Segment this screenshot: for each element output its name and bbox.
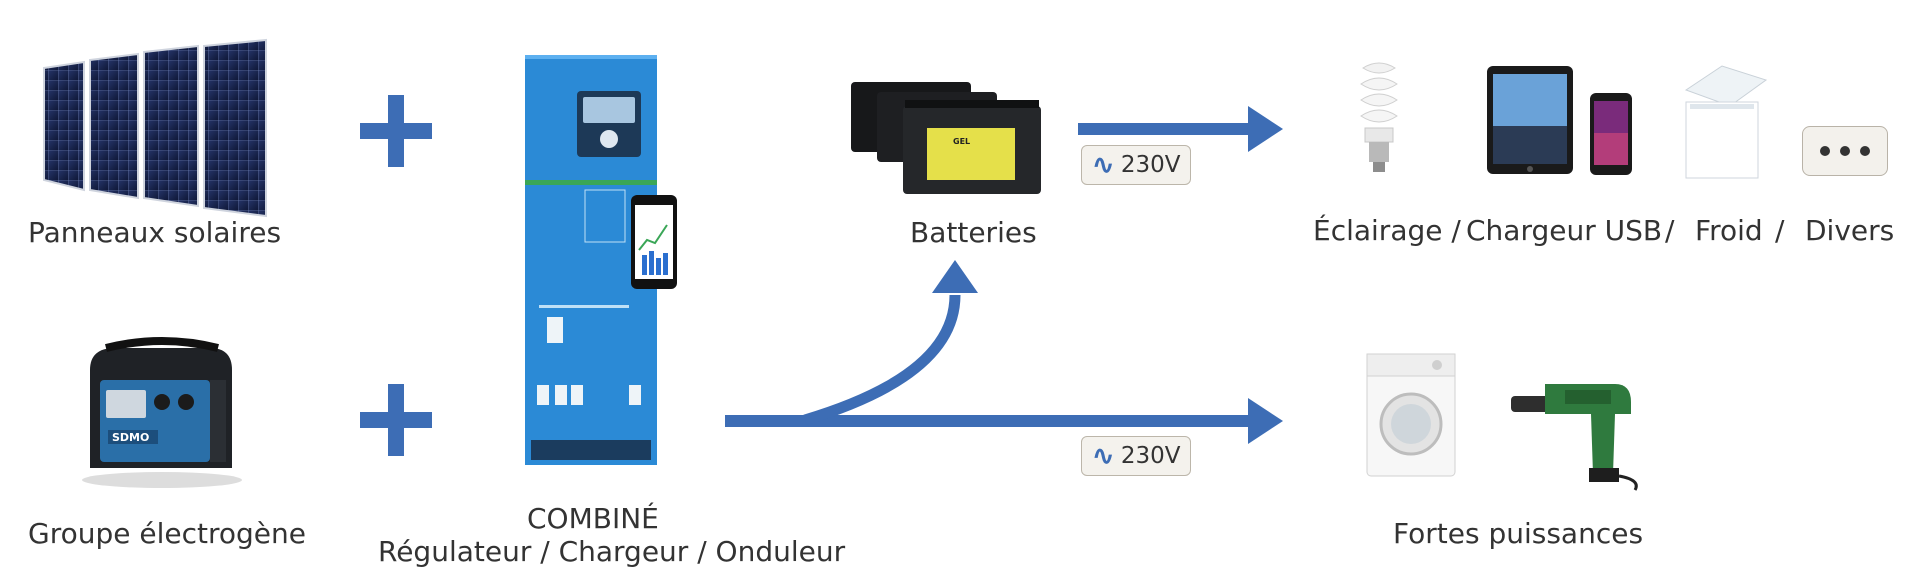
ac-wave-icon: ∿ bbox=[1091, 148, 1115, 181]
dot-icon bbox=[1840, 146, 1850, 156]
power-drill-icon bbox=[1511, 384, 1638, 491]
separator: / bbox=[1665, 214, 1675, 247]
combine-title: COMBINÉ bbox=[527, 502, 659, 535]
more-options-icon[interactable] bbox=[1802, 126, 1888, 176]
ac-wave-icon: ∿ bbox=[1091, 439, 1115, 472]
voltage-badge-top: ∿ 230V bbox=[1081, 145, 1191, 185]
plus-icon bbox=[360, 95, 432, 167]
voltage-text: 230V bbox=[1120, 443, 1181, 469]
cold-label: Froid bbox=[1695, 214, 1763, 247]
arrow-right-top bbox=[1078, 106, 1283, 152]
svg-text:GEL: GEL bbox=[953, 137, 970, 146]
usb-charger-label: Chargeur USB bbox=[1466, 214, 1663, 247]
generator-label: Groupe électrogène bbox=[28, 517, 306, 550]
dot-icon bbox=[1860, 146, 1870, 156]
batteries-label: Batteries bbox=[910, 216, 1037, 249]
solar-panels-image bbox=[43, 38, 267, 218]
light-bulb-icon bbox=[1360, 62, 1398, 172]
dot-icon bbox=[1820, 146, 1830, 156]
voltage-text: 230V bbox=[1120, 152, 1181, 178]
misc-label: Divers bbox=[1805, 214, 1895, 247]
plus-icon bbox=[360, 384, 432, 456]
freezer-icon bbox=[1684, 65, 1768, 179]
batteries-image: GEL bbox=[851, 82, 1041, 194]
high-power-label: Fortes puissances bbox=[1393, 517, 1644, 550]
solar-panels-label: Panneaux solaires bbox=[28, 216, 282, 249]
arrow-right-bottom bbox=[725, 398, 1283, 444]
separator: / bbox=[1775, 214, 1785, 247]
combine-subtitle: Régulateur / Chargeur / Onduleur bbox=[378, 535, 846, 568]
generator-brand-text: SDMO bbox=[112, 431, 149, 444]
washing-machine-icon bbox=[1366, 353, 1456, 477]
generator-image: SDMO bbox=[82, 337, 242, 488]
light-label: Éclairage / bbox=[1313, 214, 1461, 247]
tablet-icon bbox=[1487, 66, 1573, 174]
inverter-image bbox=[525, 55, 677, 465]
arrow-curve-up bbox=[803, 260, 978, 426]
voltage-badge-bottom: ∿ 230V bbox=[1081, 436, 1191, 476]
smartphone-icon bbox=[1590, 93, 1632, 175]
